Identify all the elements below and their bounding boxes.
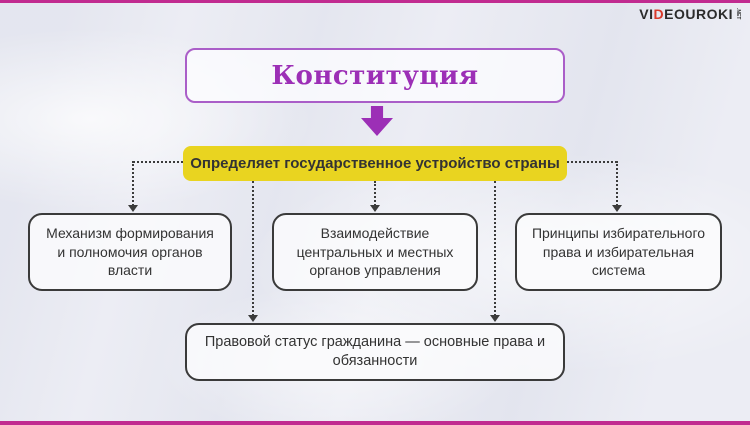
logo-text-prefix: VI <box>639 6 654 22</box>
branch-node-central-local-interaction: Взаимодействие центральных и местных орг… <box>272 213 478 291</box>
connector-right-arrowhead <box>612 205 622 212</box>
top-accent-rule <box>0 0 750 3</box>
definition-box: Определяет государственное устройство ст… <box>183 146 567 181</box>
connector-right-horizontal <box>567 161 617 163</box>
logo-net-suffix: .NET <box>735 8 741 20</box>
definition-label: Определяет государственное устройство ст… <box>190 155 560 172</box>
connector-bottom-right-vertical <box>494 181 496 316</box>
bottom-accent-rule <box>0 421 750 425</box>
connector-left-horizontal <box>133 161 183 163</box>
down-arrow-icon <box>361 106 393 136</box>
connector-left-vertical <box>132 161 134 206</box>
branch-node-formation-mechanism: Механизм формирования и полномочия орган… <box>28 213 232 291</box>
branch-label: Взаимодействие центральных и местных орг… <box>296 225 454 279</box>
status-label: Правовой статус гражданина — основные пр… <box>204 333 546 369</box>
logo-text-rest: EOUROKI <box>664 6 733 22</box>
title-box: Конституция <box>185 48 565 103</box>
connector-right-vertical <box>616 161 618 206</box>
connector-bottom-right-arrowhead <box>490 315 500 322</box>
page-title: Конституция <box>271 60 479 91</box>
connector-left-arrowhead <box>128 205 138 212</box>
connector-bottom-left-vertical <box>252 181 254 316</box>
connector-center-arrowhead <box>370 205 380 212</box>
branch-label: Механизм формирования и полномочия орган… <box>46 225 214 279</box>
status-node-citizen-rights: Правовой статус гражданина — основные пр… <box>185 323 565 381</box>
connector-center-vertical <box>374 181 376 206</box>
branch-node-electoral-principles: Принципы избирательного права и избирате… <box>515 213 722 291</box>
branch-label: Принципы избирательного права и избирате… <box>531 225 706 279</box>
logo-letter-d: D <box>653 6 665 22</box>
connector-bottom-left-arrowhead <box>248 315 258 322</box>
